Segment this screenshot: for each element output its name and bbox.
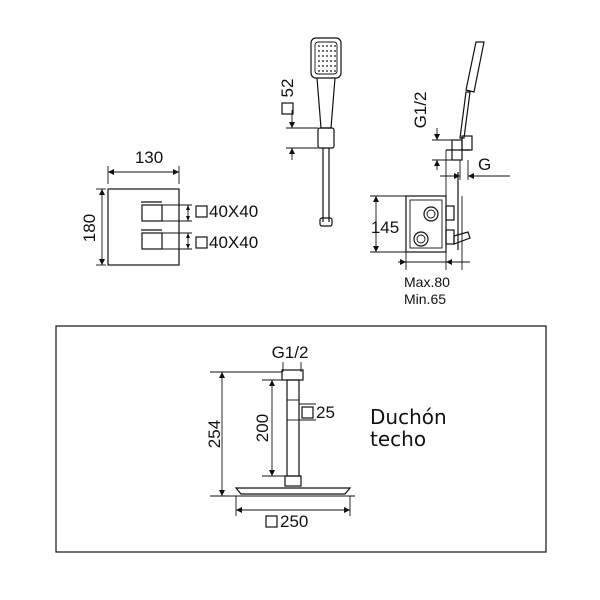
ceiling-arm-length-label: 200 xyxy=(253,414,272,442)
side-outlet-label: G xyxy=(478,155,491,174)
side-view: G1/2 G 145 Max.80 Min.65 xyxy=(370,41,510,307)
square-section-icon xyxy=(195,205,208,218)
knob-top-size-label: 40X40 xyxy=(209,202,258,221)
ceiling-head-size-label: 250 xyxy=(280,512,308,531)
hand-shower-size-label: 52 xyxy=(278,79,297,98)
side-min-label: Min.65 xyxy=(404,291,446,307)
panel-width-label: 130 xyxy=(135,148,163,167)
ceiling-arm-section-label: 25 xyxy=(316,403,335,422)
ceiling-caption-line1: Duchón xyxy=(370,405,447,429)
ceiling-total-height-label: 254 xyxy=(205,420,224,448)
shower-head xyxy=(234,487,352,495)
shower-arm xyxy=(286,379,300,477)
panel-height-label: 180 xyxy=(80,214,99,242)
side-max-label: Max.80 xyxy=(404,274,450,290)
panel-front-view: 130 180 40X40 40X40 xyxy=(80,148,258,266)
ceiling-inlet-label: G1/2 xyxy=(272,343,309,362)
square-section-icon xyxy=(265,515,278,528)
knob-bottom: 40X40 xyxy=(141,229,258,252)
hand-shower-view: 52 xyxy=(278,37,342,227)
square-section-icon xyxy=(301,406,314,419)
side-inlet-label: G1/2 xyxy=(411,92,430,129)
knob-top: 40X40 xyxy=(141,201,258,222)
ceiling-shower-frame xyxy=(55,325,547,553)
valve-box xyxy=(405,195,447,253)
side-depth-label: 145 xyxy=(371,218,399,237)
square-section-icon xyxy=(281,102,294,115)
ceiling-shower-section: G1/2 254 200 25 xyxy=(55,325,547,553)
ceiling-caption-line2: techo xyxy=(370,427,426,451)
knob-bottom-size-label: 40X40 xyxy=(209,233,258,252)
panel-plate xyxy=(107,188,180,266)
square-section-icon xyxy=(195,236,208,249)
